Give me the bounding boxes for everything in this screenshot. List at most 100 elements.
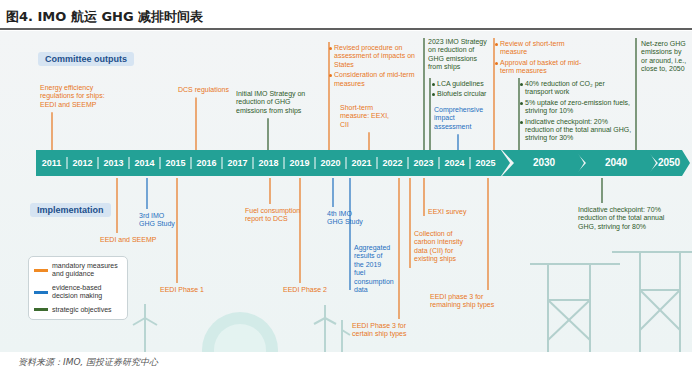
- year-separator: [222, 157, 223, 169]
- year-label: 2040: [584, 150, 648, 176]
- leader-line: [457, 134, 458, 150]
- leader-line: [518, 78, 519, 150]
- legend-row: strategic objectives: [34, 306, 122, 314]
- annotation-text: Consideration of mid-term measures: [334, 71, 422, 88]
- legend-swatch: [34, 308, 48, 311]
- leader-line: [493, 38, 494, 150]
- port-illustration: [133, 252, 692, 352]
- year-separator: [253, 157, 254, 169]
- annotation-text: Revised procedure on assessment of impac…: [334, 44, 422, 69]
- leader-line: [328, 42, 329, 150]
- year-label: 2023: [408, 150, 439, 176]
- legend-text: strategic objectives: [52, 306, 112, 314]
- section-heading: Implementation: [37, 205, 104, 215]
- year-label: 2015: [160, 150, 191, 176]
- annotation-text: 4th IMO GHG Study: [327, 210, 363, 227]
- leader-line: [368, 132, 369, 150]
- annotation-text: Short-term measure: EEXI, CII: [340, 104, 398, 129]
- section-tag: Implementation: [30, 203, 111, 217]
- annotation-text: Approval of basket of mid-term measures: [500, 59, 584, 76]
- leader-line: [332, 178, 333, 207]
- annotation-text: 5% uptake of zero-emission fuels, strivi…: [525, 99, 633, 116]
- legend-text: mandatory measures and guidance: [52, 262, 122, 279]
- leader-line: [487, 178, 488, 290]
- leader-line: [423, 178, 424, 216]
- leader-line: [146, 178, 147, 209]
- annotation-text: 3rd IMO GHG Study: [139, 212, 175, 229]
- annotation-text: EEDI Phase 3 for certain ship types: [352, 322, 412, 339]
- year-separator: [470, 157, 471, 169]
- year-separator: [315, 157, 316, 169]
- leader-line: [398, 178, 399, 319]
- bullet-dot: [495, 62, 498, 65]
- annotation-text: Aggregated results of the 2019 fuel cons…: [354, 244, 394, 294]
- chevron-fill: [574, 150, 656, 176]
- annotation-text: Comprehensive impact assessment: [434, 106, 490, 131]
- year-separator: [377, 157, 378, 169]
- figure-title: 图4. IMO 航运 GHG 减排时间表: [6, 8, 203, 26]
- annotation-text: LCA guidelines: [437, 80, 492, 88]
- timeline-chevron: 2030: [502, 150, 584, 176]
- leader-line: [299, 178, 300, 283]
- annotation-text: DCS regulations: [178, 86, 238, 94]
- annotation-text: EEDI Phase 1: [160, 286, 210, 294]
- annotation-text: Initial IMO Strategy on reduction of GHG…: [236, 90, 308, 115]
- chevron-fill: [646, 150, 690, 176]
- year-label: 2021: [346, 150, 377, 176]
- year-label: 2020: [315, 150, 346, 176]
- leader-line: [409, 178, 410, 268]
- leader-line: [423, 38, 424, 150]
- bullet-dot: [432, 93, 435, 96]
- year-label: 2050: [656, 150, 682, 176]
- chevron-fill: [502, 150, 584, 176]
- year-label: 2017: [222, 150, 253, 176]
- year-label: 2025: [470, 150, 501, 176]
- annotation-text: EEXI survey: [428, 208, 478, 216]
- annotation-text: 2023 IMO Strategy on reduction of GHG em…: [428, 38, 490, 72]
- annotation-text: Biofuels circular: [437, 90, 492, 98]
- year-label: 2016: [191, 150, 222, 176]
- year-separator: [346, 157, 347, 169]
- bullet-dot: [520, 121, 523, 124]
- leader-line: [349, 178, 350, 290]
- image-ground: [0, 31, 692, 352]
- year-label: 2024: [439, 150, 470, 176]
- annotation-text: Indicative checkpoint: 20% reduction of …: [525, 118, 633, 143]
- year-separator: [408, 157, 409, 169]
- year-label: 2014: [129, 150, 160, 176]
- annotation-text: Collection of carbon intensity data (CII…: [414, 230, 474, 264]
- figure-caption: 资料来源：IMO, 国投证券研究中心: [18, 356, 158, 369]
- year-label: 2030: [512, 150, 576, 176]
- annotation-text: EEDI Phase 2: [283, 286, 333, 294]
- annotation-text: EEDI phase 3 for remaining ship types: [430, 293, 502, 310]
- annotation-text: 40% reduction of CO₂ per transport work: [525, 80, 633, 97]
- year-separator: [160, 157, 161, 169]
- year-separator: [284, 157, 285, 169]
- leader-line: [116, 178, 117, 233]
- year-separator: [129, 157, 130, 169]
- leader-line: [601, 178, 602, 203]
- annotation-text: Energy efficiency regulations for ships:…: [40, 84, 116, 109]
- timeline-band: 2011201220132014201520162017201820192020…: [36, 150, 510, 176]
- annotation-text: Indicative checkpoint: 70% reduction of …: [578, 206, 668, 231]
- annotation-text: Net-zero GHG emissions by or around, i.e…: [641, 40, 687, 74]
- year-label: 2022: [377, 150, 408, 176]
- leader-line: [269, 178, 270, 204]
- timeline-chevron: 2040: [574, 150, 656, 176]
- year-label: 2012: [67, 150, 98, 176]
- annotation-text: Review of short-term measure: [500, 40, 584, 57]
- legend-swatch: [34, 291, 48, 294]
- year-label: 2011: [36, 150, 67, 176]
- bullet-dot: [520, 83, 523, 86]
- bullet-dot: [520, 102, 523, 105]
- year-label: 2019: [284, 150, 315, 176]
- leader-line: [267, 118, 268, 150]
- annotation-text: Fuel consumption report to DCS: [245, 207, 305, 224]
- bullet-dot: [329, 47, 332, 50]
- legend-row: evidence-based decision making: [34, 284, 122, 301]
- legend-text: evidence-based decision making: [52, 284, 122, 301]
- timeline-chevron: 2050: [646, 150, 690, 176]
- leader-line: [429, 78, 430, 150]
- section-tag: Committee outputs: [38, 52, 134, 66]
- leader-line: [195, 97, 196, 150]
